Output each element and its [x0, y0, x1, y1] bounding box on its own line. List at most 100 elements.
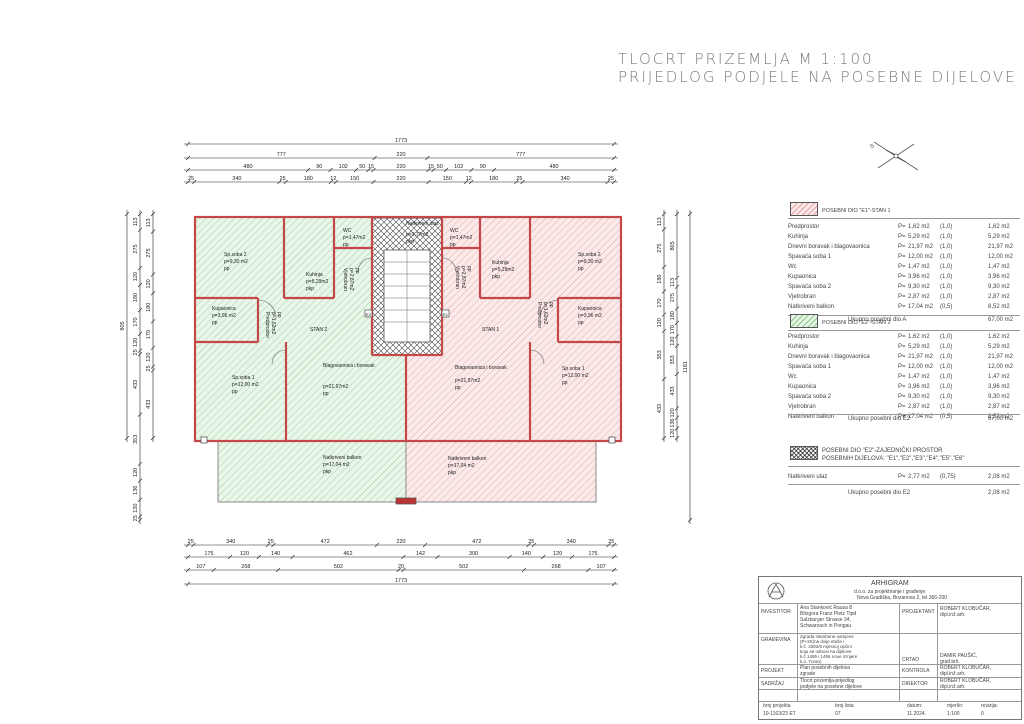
dimension-line	[211, 567, 216, 573]
dimension-line	[137, 282, 143, 288]
dimension-line	[674, 415, 680, 420]
balcony-stan2	[217, 439, 407, 503]
dimension-line	[674, 284, 680, 290]
legend-e1-cell: P=	[898, 254, 906, 260]
room-right-kuhinja-area: p=5,29m2	[492, 267, 515, 273]
dimension-label: 268	[552, 564, 561, 570]
dimension-line	[586, 567, 591, 573]
legend-e1-cell: Kupaonica	[788, 274, 817, 280]
dimension-label: 340	[567, 539, 576, 545]
dimension-line	[150, 345, 156, 351]
dimension-line	[227, 554, 233, 560]
dimension-label: 25	[608, 176, 614, 182]
room-left-balkon-area: p=17,04 m2	[323, 462, 350, 468]
dimension-label: 433	[146, 400, 152, 409]
dimension-label: 120	[146, 279, 152, 288]
legend-e1-cell: (0,5)	[940, 304, 953, 310]
dimension-line	[611, 542, 617, 548]
room-right-wc-unit: pp	[450, 242, 456, 248]
dimension-label: 268	[241, 564, 250, 570]
dimension-line	[687, 517, 693, 523]
dimension-line	[150, 364, 156, 369]
dimension-line	[611, 567, 617, 573]
room-right-kupaonica-unit: pp	[578, 320, 584, 326]
dimension-label: 353	[657, 350, 663, 359]
dimension-line	[507, 554, 512, 560]
legend-e2-cell: (1,0)	[940, 404, 953, 410]
legend-common-total: 2,08 m2	[988, 490, 1010, 496]
room-right-predprostor: Predprostor	[536, 302, 542, 328]
dimension-line	[435, 554, 440, 560]
dimension-line	[526, 542, 531, 548]
dimension-line	[150, 291, 156, 296]
room-left-wc-area: p=1,47m2	[343, 235, 366, 241]
legend-e2-total: 67,00 m2	[988, 416, 1014, 422]
balcony-stan1	[405, 439, 597, 503]
legend-e2-cell: 8,52 m2	[988, 414, 1010, 420]
dimension-line	[661, 435, 667, 441]
dimension-line	[401, 567, 406, 573]
room-left-boravak: Blagovaonica i boravak	[323, 363, 375, 369]
legend-e2-cell: (1,0)	[940, 364, 953, 370]
dimension-label: 140	[522, 551, 531, 557]
dimension-line	[611, 554, 617, 560]
dimension-line	[277, 179, 282, 185]
dimension-line	[674, 435, 680, 441]
legend-e2-total-label: Ukupno posebni dio E2	[848, 416, 911, 422]
legend-e1-cell: P=	[898, 244, 906, 250]
dimension-label: 462	[343, 551, 352, 557]
investitor-label: INVESTITOR	[761, 609, 791, 615]
dimension-label: 50	[359, 164, 365, 170]
drawing-subtitle: PRIJEDLOG PODJELE NA POSEBNE DIJELOVE	[618, 68, 1017, 86]
legend-e1-cell: 9,30 m2	[988, 284, 1010, 290]
legend-e2-cell: Kupaonica	[788, 384, 817, 390]
dimension-line	[185, 167, 191, 173]
room-right-balkon-unit: pkp	[448, 470, 456, 476]
dimension-label: 120	[240, 551, 249, 557]
door-mark-e2: E2	[366, 312, 372, 317]
room-left-boravak-area: p=21,97m2	[323, 384, 348, 390]
legend-e2-cell: 1,47 m2	[988, 374, 1010, 380]
dimension-label: 180	[133, 293, 139, 302]
dimension-label: 275	[670, 293, 676, 302]
legend-e2-cell: 9,30 m2	[988, 394, 1010, 400]
dimension-label: 25	[268, 539, 274, 545]
dimension-label: 90	[480, 164, 486, 170]
dimension-line	[137, 514, 143, 519]
dimension-label: 25	[528, 539, 534, 545]
projekt-label: PROJEKT	[761, 668, 785, 674]
room-right-wc: WC	[450, 228, 459, 234]
company-address: Nova Gradiška, Bozanova 2, tel.366-200	[857, 595, 948, 601]
footer-value: 07	[835, 711, 841, 717]
legend-e2-cell: (0,5)	[940, 414, 953, 420]
dimension-label: 275	[657, 244, 663, 253]
dimension-line	[687, 211, 693, 217]
dimension-line	[150, 368, 156, 373]
dimension-line	[137, 211, 143, 217]
dimension-label: 25	[516, 176, 522, 182]
dimension-line	[426, 179, 431, 185]
room-left-vjetrobran-area: p=2,87m2	[348, 268, 354, 291]
dimension-line	[185, 155, 191, 161]
dimension-line	[661, 211, 667, 217]
legend-e1-cell: Natkriveni balkon	[788, 304, 835, 310]
legend-common-swatch	[790, 446, 818, 460]
dimension-label: 275	[133, 244, 139, 253]
dimension-label: 480	[549, 164, 558, 170]
legend-e1-cell: Dnevni boravak i blagovaonica	[788, 244, 870, 250]
legend-e2-cell: P=	[898, 364, 906, 370]
room-left-wc-unit: pp	[343, 242, 349, 248]
room-left-spsoba2-area: p=9,30 m2	[224, 259, 248, 265]
room-left-predprostor-unit: pp	[276, 312, 282, 318]
legend-common-title2: POSEBNIH DIJELOVA: "E1","E2","E3","E4","…	[822, 456, 965, 462]
dimension-label: 120	[670, 337, 676, 346]
legend-e1-cell: (1,0)	[940, 244, 953, 250]
